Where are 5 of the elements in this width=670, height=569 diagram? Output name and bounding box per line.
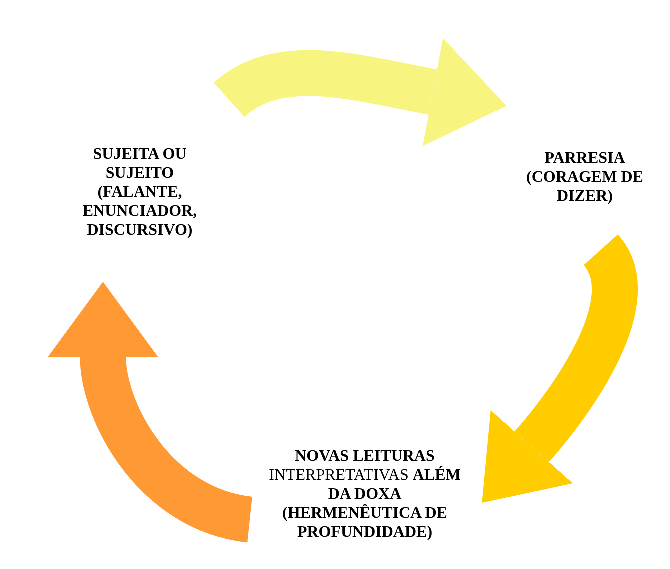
step-label: SUJEITA OU SUJEITO (FALANTE, ENUNCIADOR, DISCURSIVO) (82, 145, 198, 240)
curved-arrow (48, 282, 254, 542)
step-label: PARRESIA (CORAGEM DE DIZER) (526, 149, 644, 206)
curved-arrow (483, 237, 638, 504)
step-label: NOVAS LEITURAS INTERPRETATIVAS ALÉM DA DOXA (HERMENÊUTICA DE PROFUNDIDADE) (268, 447, 462, 542)
